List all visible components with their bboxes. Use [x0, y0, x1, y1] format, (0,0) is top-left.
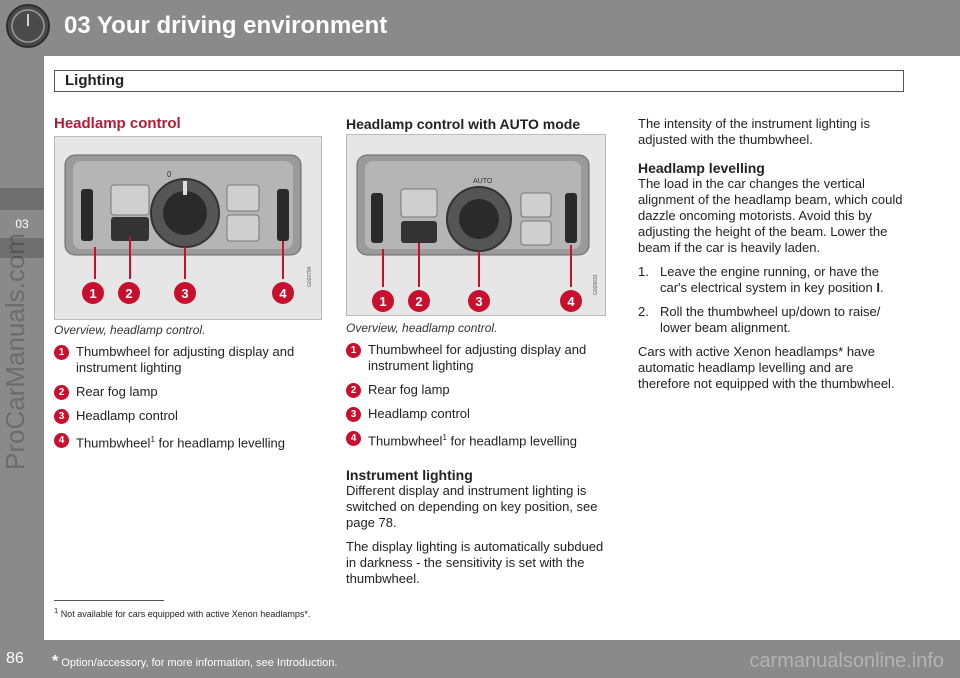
step-number: 1.	[638, 264, 649, 279]
item-text: Rear fog lamp	[76, 384, 158, 399]
chapter-sidebar	[0, 56, 44, 646]
footnote-text: Not available for cars equipped with act…	[60, 609, 311, 619]
item-number: 1	[54, 345, 69, 360]
heading-instrument-lighting: Instrument lighting	[346, 467, 473, 484]
item-text: Thumbwheel	[76, 435, 151, 451]
paragraph-levelling: The load in the car changes the vertical…	[638, 176, 903, 255]
watermark-vertical: ProCarManuals.com	[0, 233, 30, 470]
list-item: 3 Headlamp control	[346, 406, 608, 422]
list-item: 1 Thumbwheel for adjusting display and i…	[346, 342, 608, 374]
section-title-box: Lighting	[54, 70, 904, 92]
step-text-tail: .	[879, 280, 884, 295]
headlamp-panel-illustration: 0 1 2 3 4 G020794	[64, 154, 313, 304]
step-number: 2.	[638, 304, 649, 319]
footnote-divider	[54, 600, 164, 601]
footnote-mark: 1	[54, 606, 59, 615]
paragraph: Different display and instrument lightin…	[346, 483, 598, 531]
callout-2: 2	[125, 286, 132, 301]
watermark-horizontal: carmanualsonline.info	[749, 650, 944, 672]
item-text: Thumbwheel for adjusting display and ins…	[76, 344, 295, 375]
list-item: 3 Headlamp control	[54, 408, 304, 424]
list-item: 4 Thumbwheel1 for headlamp levelling	[346, 430, 608, 449]
chapter-number: 03	[0, 210, 44, 238]
item-number: 2	[54, 385, 69, 400]
figure-code: G020633	[593, 274, 599, 295]
item-number: 3	[346, 407, 361, 422]
page-header: 03 Your driving environment	[0, 0, 960, 56]
step-text-bold: I	[876, 280, 880, 295]
step-text: Roll the thumbwheel up/down to raise/ lo…	[660, 304, 881, 335]
list-item: 2 Rear fog lamp	[346, 382, 608, 398]
list-item: 2 Rear fog lamp	[54, 384, 304, 400]
callout-4: 4	[279, 286, 287, 301]
step-item: 2. Roll the thumbwheel up/down to raise/…	[638, 304, 908, 336]
item-text: Thumbwheel	[368, 433, 443, 449]
item-number: 4	[54, 433, 69, 448]
item-number: 1	[346, 343, 361, 358]
step-text: Leave the engine running, or have the ca…	[660, 264, 880, 295]
figure-headlamp-auto: AUTO 1 2 3 4 G020633	[346, 134, 606, 316]
footnote: 1 Not available for cars equipped with a…	[54, 606, 310, 619]
item-text-rest: for headlamp levelling	[154, 435, 285, 451]
footnote-ref: 1	[442, 433, 447, 442]
heading-headlamp-auto: Headlamp control with AUTO mode	[346, 116, 581, 132]
footer-note-star: *	[52, 653, 59, 670]
callout-1: 1	[379, 294, 386, 309]
column-1-text: Overview, headlamp control. 1 Thumbwheel…	[54, 322, 304, 459]
paragraph: The display lighting is automatically su…	[346, 539, 604, 587]
item-number: 2	[346, 383, 361, 398]
callout-4: 4	[567, 294, 575, 309]
footnote-ref: 1	[150, 435, 155, 444]
column-2-text: Overview, headlamp control. 1 Thumbwheel…	[346, 320, 608, 595]
column-2: Headlamp control with AUTO mode	[346, 116, 608, 132]
headlamp-auto-panel-illustration: AUTO 1 2 3 4 G020633	[356, 154, 599, 312]
paragraph-closing: Cars with active Xenon headlamps* have a…	[638, 344, 895, 391]
item-number: 4	[346, 431, 361, 446]
item-number: 3	[54, 409, 69, 424]
list-item: 1 Thumbwheel for adjusting display and i…	[54, 344, 304, 376]
figure-headlamp-control: 0 1 2 3 4 G020794	[54, 136, 322, 320]
figure-caption: Overview, headlamp control.	[346, 321, 498, 335]
column-1: Headlamp control	[54, 116, 304, 132]
chapter-title: 03 Your driving environment	[64, 12, 388, 39]
figure-label-auto: AUTO	[473, 178, 493, 185]
item-text: Headlamp control	[76, 408, 178, 423]
list-item: 4 Thumbwheel1 for headlamp levelling	[54, 432, 304, 451]
section-title: Lighting	[65, 72, 125, 89]
page-number: 86	[6, 650, 24, 667]
item-text: Rear fog lamp	[368, 382, 450, 397]
gauge-icon	[6, 4, 50, 48]
callout-2: 2	[415, 294, 422, 309]
page-footer: 86 * Option/accessory, for more informat…	[0, 640, 960, 678]
callout-1: 1	[89, 286, 96, 301]
callout-3: 3	[475, 294, 482, 309]
item-text: Thumbwheel for adjusting display and ins…	[368, 342, 587, 373]
item-text-rest: for headlamp levelling	[446, 433, 577, 449]
footer-note-text: Option/accessory, for more information, …	[61, 657, 338, 669]
figure-code: G020794	[307, 266, 313, 287]
column-3: The intensity of the instrument lighting…	[638, 116, 908, 400]
heading-headlamp-control: Headlamp control	[54, 115, 181, 132]
footer-note: * Option/accessory, for more information…	[52, 653, 337, 671]
figure-label-zero: 0	[167, 170, 172, 179]
paragraph-intro: The intensity of the instrument lighting…	[638, 116, 870, 147]
figure-caption: Overview, headlamp control.	[54, 323, 206, 337]
item-text: Headlamp control	[368, 406, 470, 421]
heading-headlamp-levelling: Headlamp levelling	[638, 160, 765, 176]
callout-3: 3	[181, 286, 188, 301]
step-item: 1. Leave the engine running, or have the…	[638, 264, 908, 296]
